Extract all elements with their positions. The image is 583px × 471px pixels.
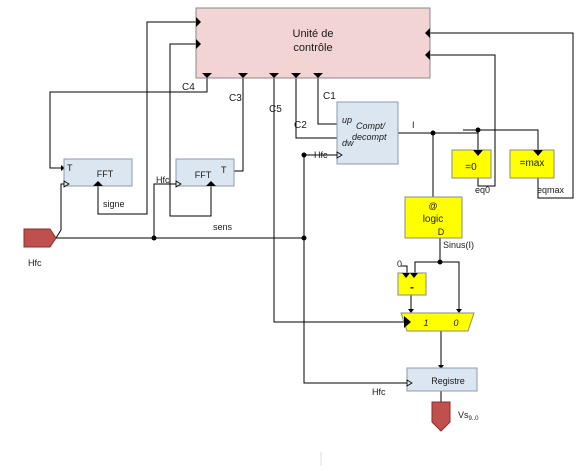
logic-label: logic	[423, 214, 444, 225]
vs-output-port	[431, 401, 451, 432]
hfc-input-port	[23, 228, 57, 248]
mux-block: 1 0	[400, 312, 475, 332]
counter-output-label: I	[412, 120, 415, 130]
logic-output-label: Sinus(I)	[443, 240, 474, 250]
signal-label-c2: C2	[294, 120, 307, 131]
eq-zero-label: =0	[465, 162, 477, 173]
eq-max-block: =max	[509, 149, 555, 179]
vs-output-name: Vs	[458, 410, 469, 420]
logic-data-port: D	[438, 227, 445, 237]
fft2-title: FFT	[195, 170, 212, 180]
logic-address-port: @	[428, 201, 437, 211]
fft1-output-label: signe	[103, 199, 125, 209]
counter-dw-port: dw	[342, 138, 354, 148]
fft2-output-label: sens	[213, 222, 233, 232]
counter-name-line1: Compt/	[356, 121, 387, 131]
signal-label-c3: C3	[229, 93, 242, 104]
wires	[49, 21, 574, 402]
junction-dots	[151, 127, 481, 265]
fft2-t-port: T	[221, 165, 227, 175]
vs-output-subscript: 9..0	[469, 416, 480, 422]
control-unit: Unité de contrôle	[195, 7, 431, 79]
eq-zero-output-label: eq0	[475, 185, 490, 195]
counter-name-line2: decompt	[352, 132, 387, 142]
counter-clock-label: Hfc	[314, 150, 328, 160]
vs-output-label: Vs9..0	[458, 410, 479, 422]
fft1-t-port: T	[67, 163, 73, 173]
counter-up-port: up	[342, 115, 352, 125]
eq-max-label: =max	[520, 158, 545, 169]
negation-block: -	[397, 272, 427, 296]
registre-block: Registre	[406, 367, 478, 392]
neg-zero-input-label: 0	[397, 259, 402, 269]
control-unit-title-line2: contrôle	[293, 42, 332, 54]
counter-block: up Compt/ decompt dw	[336, 101, 399, 165]
control-unit-title-line1: Unité de	[293, 28, 334, 40]
eq-max-output-label: eqmax	[537, 185, 565, 195]
signal-label-c1: C1	[323, 91, 336, 102]
signal-label-c5: C5	[269, 104, 282, 115]
signal-label-c4: C4	[182, 82, 195, 93]
mux-input-1: 1	[423, 318, 428, 328]
fft1-title: FFT	[97, 169, 114, 179]
mux-input-0: 0	[453, 318, 458, 328]
registre-clock-label: Hfc	[372, 387, 386, 397]
fft2-clock-label: Hfc	[156, 175, 170, 185]
logic-block: @ logic D	[404, 196, 463, 239]
registre-label: Registre	[431, 376, 465, 386]
fft-block-signe: T FFT	[63, 158, 133, 188]
fft-block-sens: T FFT	[175, 158, 235, 188]
eq-zero-block: =0	[451, 149, 492, 179]
hfc-input-label: Hfc	[28, 258, 42, 268]
negation-label: -	[410, 280, 414, 294]
